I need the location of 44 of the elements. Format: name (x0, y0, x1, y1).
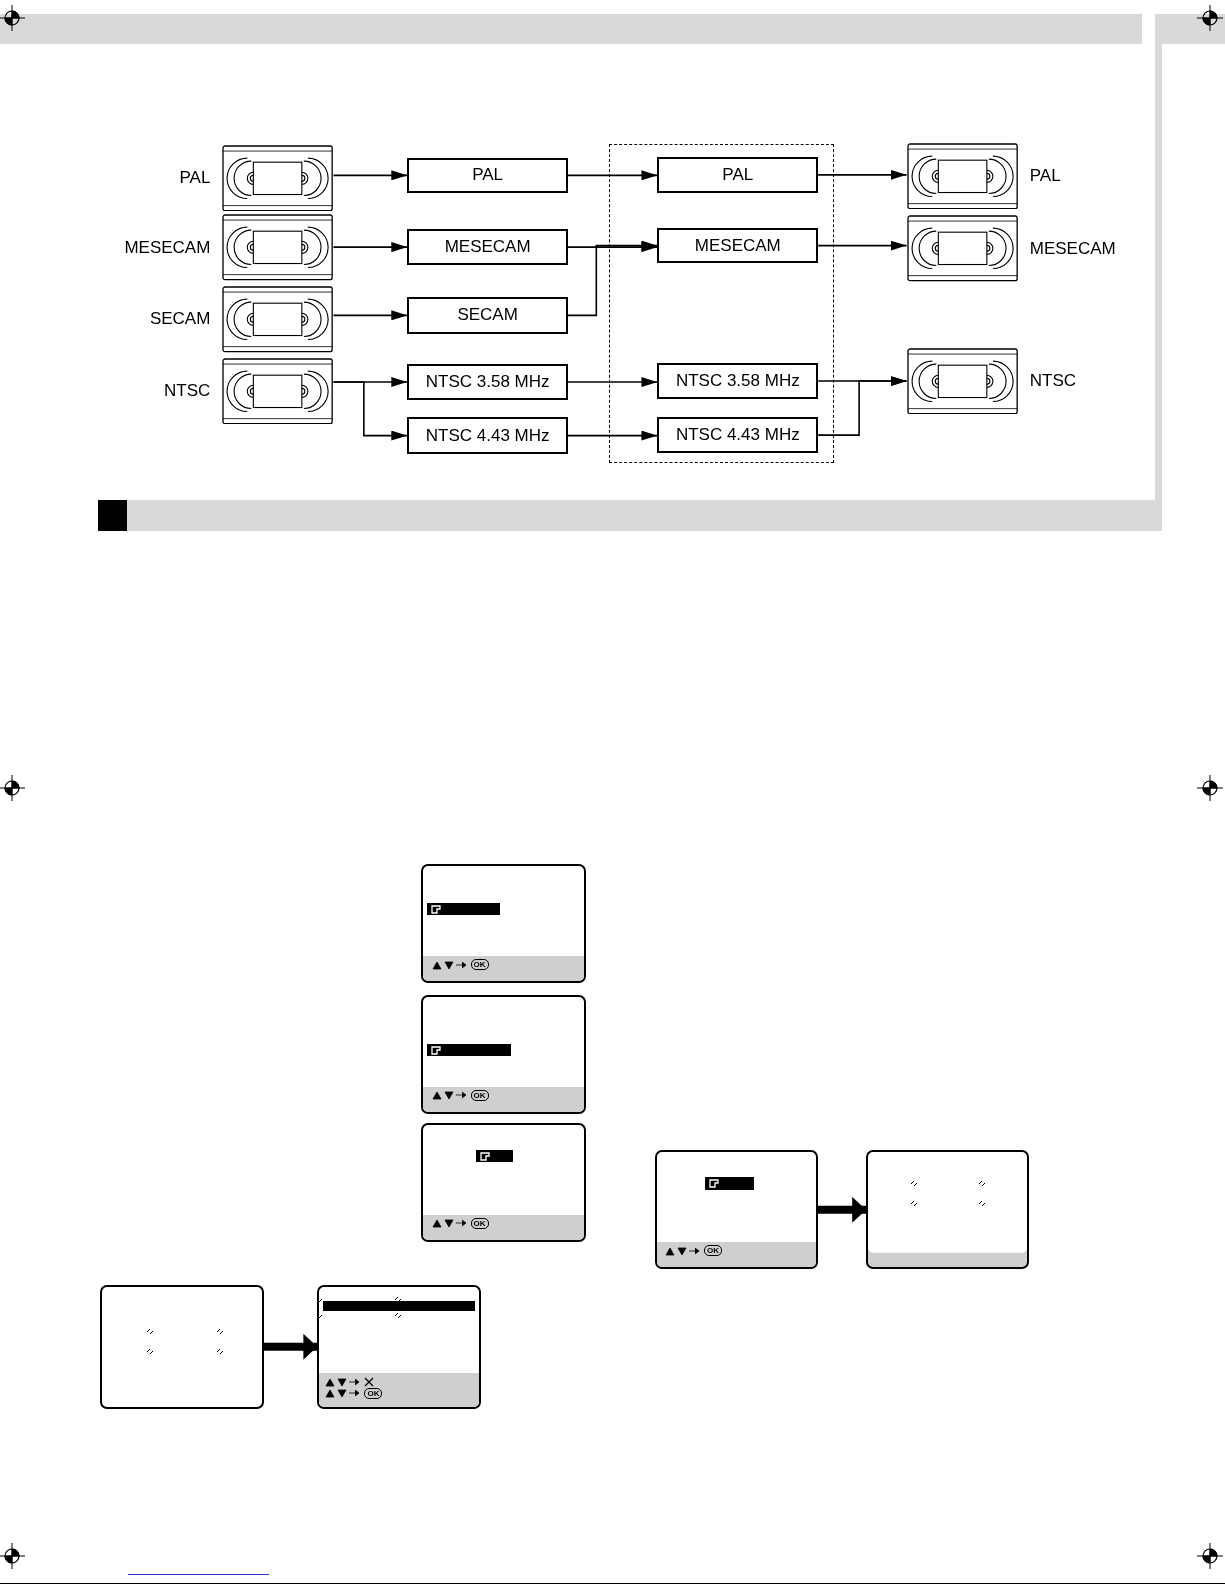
arrow (567, 240, 659, 317)
screen-display (421, 864, 587, 984)
arrow (332, 310, 409, 321)
ok-key-label: OK (470, 1217, 489, 1229)
arrow (817, 376, 908, 436)
format-label: MESECAM (1029, 238, 1116, 259)
format-box: SECAM (407, 297, 568, 334)
format-label: MESECAM (124, 237, 211, 258)
format-label: PAL (179, 167, 211, 188)
screen-display (100, 1284, 264, 1409)
arrow (332, 381, 409, 441)
block-arrow (263, 1333, 318, 1360)
arrow (567, 430, 659, 441)
format-box: MESECAM (407, 229, 568, 265)
screen-display (421, 994, 587, 1114)
format-box: NTSC 3.58 MHz (407, 363, 568, 401)
ok-key-label: OK (704, 1245, 722, 1257)
screen-display (317, 1284, 482, 1409)
format-label: SECAM (149, 309, 211, 330)
header-bar (0, 14, 1143, 45)
format-label: NTSC (1029, 371, 1077, 391)
format-box: PAL (657, 157, 819, 193)
screen-display (866, 1150, 1029, 1270)
arrow (332, 170, 409, 181)
format-box: PAL (407, 157, 568, 193)
format-label: PAL (1029, 165, 1061, 186)
arrow (817, 169, 908, 180)
ok-key-label: OK (470, 1089, 489, 1101)
ok-key-label: OK (364, 1387, 383, 1399)
format-box: NTSC 3.58 MHz (657, 363, 819, 399)
format-label: NTSC (164, 381, 211, 402)
dashed-group-frame (609, 143, 834, 463)
screen-display (654, 1150, 818, 1270)
arrow (332, 242, 409, 253)
arrow (567, 170, 659, 181)
format-box: NTSC 4.43 MHz (407, 417, 568, 454)
ok-key-label: OK (470, 959, 489, 971)
arrow (567, 377, 659, 388)
arrow (817, 240, 908, 251)
block-arrow (817, 1196, 867, 1223)
format-box: NTSC 4.43 MHz (657, 416, 819, 454)
format-box: MESECAM (657, 227, 819, 264)
section-band (98, 500, 1163, 531)
screen-display (421, 1122, 587, 1243)
